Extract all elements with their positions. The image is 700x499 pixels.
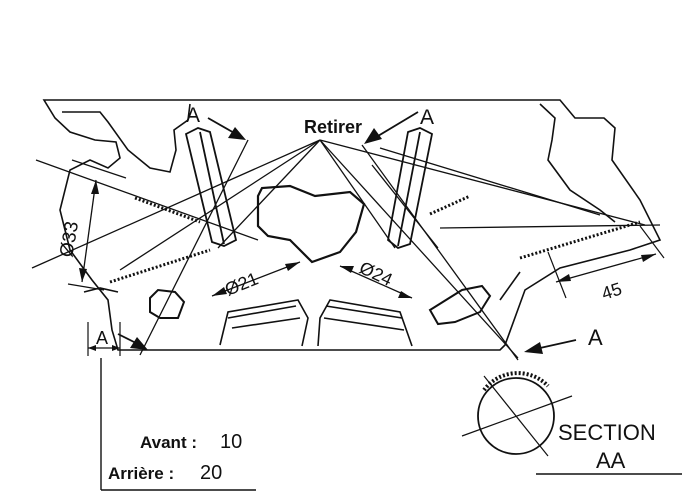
- dim-45-label: 45: [599, 279, 624, 304]
- dimension-diam-33: Ø33: [56, 159, 127, 291]
- section-aa-detail: SECTION AA: [461, 371, 682, 475]
- section-title-line1: SECTION: [558, 420, 656, 445]
- avant-value: 10: [220, 431, 242, 453]
- dimension-a: A: [87, 322, 121, 356]
- diam-24-label: Ø24: [356, 257, 395, 290]
- arrow-a-bottom-left: [117, 333, 148, 350]
- dimension-diam-24: Ø24: [339, 257, 413, 299]
- hatched-surfaces: [109, 194, 641, 284]
- construction-lines: [31, 139, 661, 361]
- arrow-a-top-left-label: A: [186, 104, 200, 127]
- diam-33-label: Ø33: [56, 220, 83, 259]
- dimension-diam-21: Ø21: [211, 261, 301, 300]
- valve-seat-right: [317, 299, 413, 347]
- arrow-a-top-right: A: [364, 106, 434, 144]
- arrow-a-top-right-label: A: [420, 106, 434, 129]
- arrow-a-right: A: [524, 325, 603, 354]
- avant-label: Avant :: [140, 433, 197, 452]
- dim-a-label: A: [96, 328, 108, 348]
- dimension-45: 45: [547, 225, 665, 304]
- diam-21-label: Ø21: [222, 268, 261, 299]
- arriere-label: Arrière :: [108, 464, 174, 483]
- arrow-a-right-label: A: [588, 325, 603, 350]
- valve-guide-left: [184, 127, 238, 247]
- section-title-line2: AA: [596, 448, 626, 473]
- valve-seat-left: [219, 299, 309, 347]
- notes-leader: [100, 358, 256, 491]
- cylinder-head-outline: [42, 99, 662, 351]
- arriere-value: 20: [200, 462, 222, 484]
- arrow-a-top-left: A: [186, 104, 246, 140]
- valve-guide-right: [387, 127, 434, 250]
- retirer-label: Retirer: [304, 117, 362, 137]
